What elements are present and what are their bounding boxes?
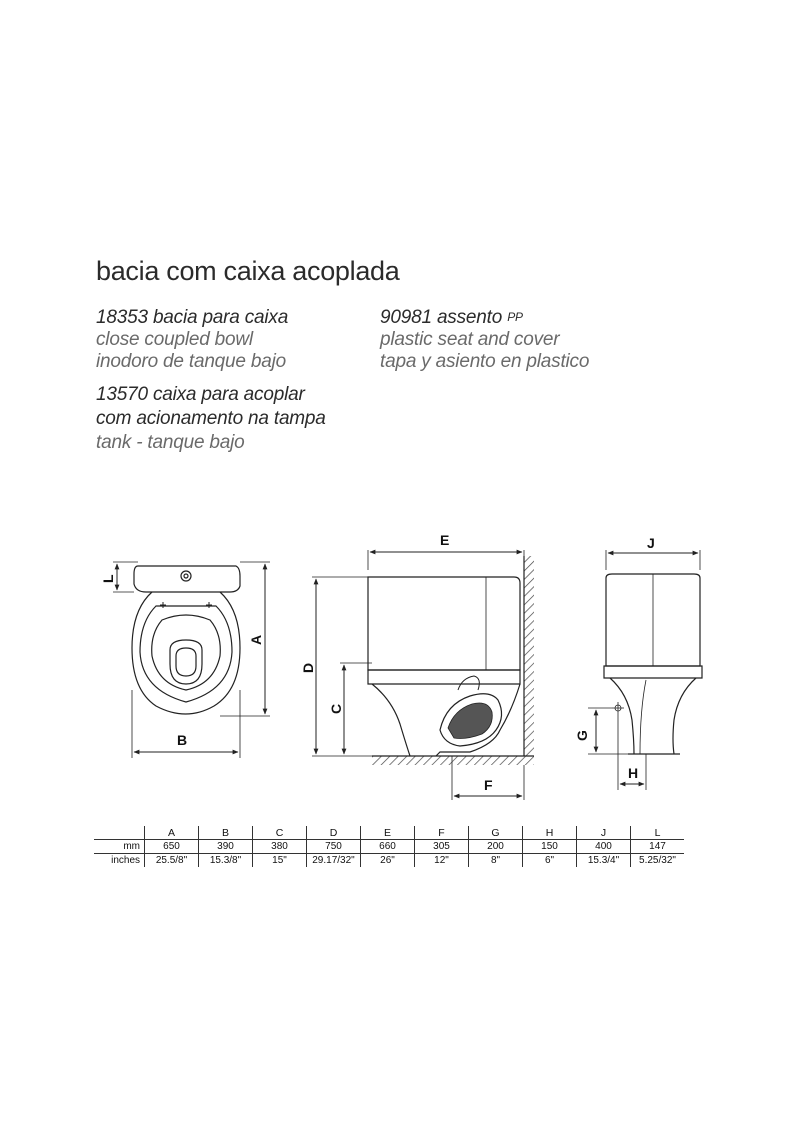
row-label: inches [111, 855, 140, 866]
label-F: F [484, 777, 493, 793]
bowl-name: bacia para caixa [152, 307, 289, 328]
table-header-cell: F [414, 826, 469, 840]
table-row: inches 25.5/8" 15.3/8" 15" 29.17/32" 26"… [94, 853, 684, 867]
tank-code: 13570 [96, 384, 148, 405]
tank-heading: 13570 caixa para acoplar [96, 384, 305, 406]
label-G: G [574, 730, 590, 741]
seat-heading: 90981 assento PP [380, 307, 523, 329]
table-cell: 305 [414, 839, 469, 854]
seat-name: assento [436, 307, 503, 328]
table-cell: 750 [306, 839, 361, 854]
table-cell: 650 [144, 839, 199, 854]
table-row: mm 650 390 380 750 660 305 200 150 400 1… [94, 839, 684, 854]
front-view [588, 550, 703, 790]
tank-translation: tank - tanque bajo [96, 432, 245, 453]
table-cell: 29.17/32" [306, 853, 361, 867]
table-cell: 12" [414, 853, 469, 867]
label-J: J [647, 535, 655, 551]
table-cell: 660 [360, 839, 415, 854]
table-cell: 380 [252, 839, 307, 854]
label-A: A [248, 635, 264, 645]
page-title: bacia com caixa acoplada [96, 256, 400, 286]
label-L: L [100, 574, 116, 583]
table-header-cell: J [576, 826, 631, 840]
table-cell: 15" [252, 853, 307, 867]
dimensions-table: A B C D E F G H J L mm 650 390 380 750 6… [94, 826, 684, 867]
table-header-row: A B C D E F G H J L [94, 826, 684, 840]
table-cell: 147 [630, 839, 684, 854]
table-header-cell: C [252, 826, 307, 840]
tank-name-2: com acionamento na tampa [96, 408, 326, 429]
table-cell: 8" [468, 853, 523, 867]
table-header-cell: H [522, 826, 577, 840]
label-H: H [628, 765, 638, 781]
table-cell: 15.3/4" [576, 853, 631, 867]
bowl-english: close coupled bowl [96, 329, 253, 350]
table-cell: 15.3/8" [198, 853, 253, 867]
table-cell: 25.5/8" [144, 853, 199, 867]
label-E: E [440, 532, 449, 548]
label-C: C [328, 704, 344, 714]
table-cell: 5.25/32" [630, 853, 684, 867]
top-view [113, 561, 270, 758]
table-header-cell: E [360, 826, 415, 840]
table-corner [94, 826, 145, 840]
bowl-spanish: inodoro de tanque bajo [96, 351, 286, 372]
table-header-cell: D [306, 826, 361, 840]
seat-spanish: tapa y asiento en plastico [380, 351, 590, 372]
table-header-cell: G [468, 826, 523, 840]
table-cell: 150 [522, 839, 577, 854]
table-cell: 26" [360, 853, 415, 867]
bowl-code: 18353 [96, 307, 148, 328]
table-cell: 390 [198, 839, 253, 854]
label-B: B [177, 732, 187, 748]
table-header-cell: L [630, 826, 684, 840]
table-header-cell: A [144, 826, 199, 840]
tank-name: caixa para acoplar [152, 384, 305, 405]
row-label: mm [94, 839, 145, 854]
seat-material: PP [507, 310, 523, 324]
table-cell: 400 [576, 839, 631, 854]
seat-code: 90981 [380, 307, 432, 328]
table-header-cell: B [198, 826, 253, 840]
side-view [312, 549, 534, 800]
label-D: D [300, 663, 316, 673]
table-cell: 200 [468, 839, 523, 854]
seat-english: plastic seat and cover [380, 329, 560, 350]
table-cell: 6" [522, 853, 577, 867]
bowl-heading: 18353 bacia para caixa [96, 307, 288, 329]
